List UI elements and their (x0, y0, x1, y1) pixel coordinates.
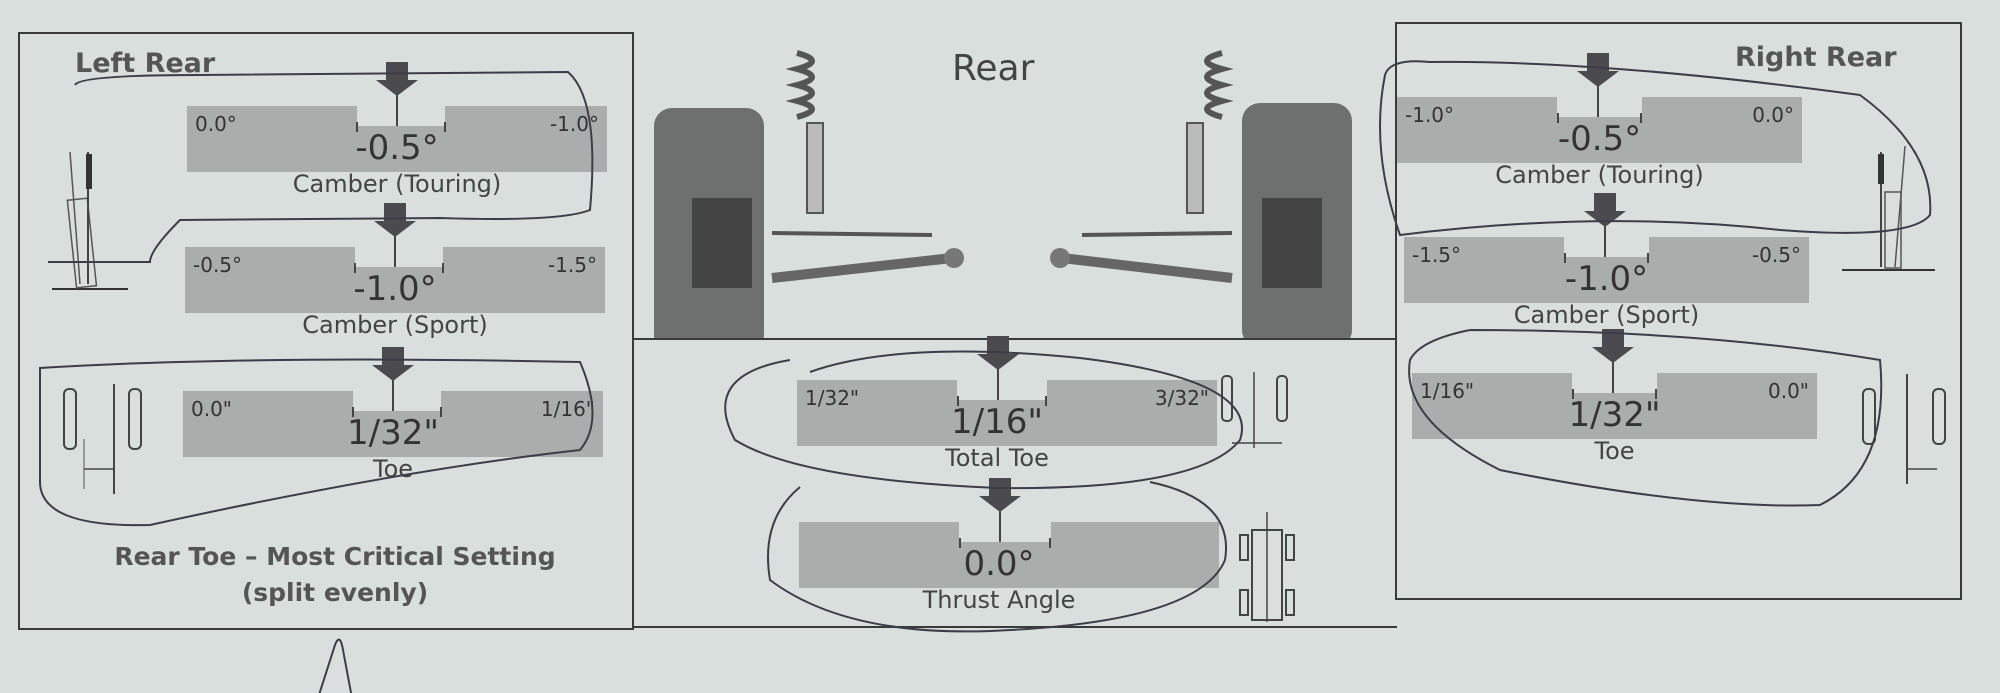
right-rear-panel: Right Rear -1.0° 0.0° -0.5° Camber (Tour… (1395, 22, 1962, 600)
gauge-label: Toe (372, 455, 414, 483)
gauge-label: Camber (Touring) (292, 170, 502, 198)
left-rear-title: Left Rear (75, 48, 216, 79)
gauge-label: Camber (Sport) (302, 311, 488, 339)
thrust-angle-diagram-icon (1232, 510, 1302, 629)
gauge-value: -1.0° (353, 269, 437, 309)
note-line2: (split evenly) (241, 578, 429, 607)
total-toe-diagram-icon (1217, 368, 1297, 462)
center-top-panel: Rear (632, 28, 1397, 340)
thrust-angle-gauge: 0.0° Thrust Angle (799, 478, 1219, 642)
toe-diagram-icon (1855, 369, 1955, 493)
right-toe-gauge: 1/16" 0.0" 1/32" Toe (1412, 329, 1817, 493)
gauge-value: -0.5° (355, 128, 439, 168)
note-line1: Rear Toe – Most Critical Setting (114, 542, 556, 571)
gauge-value: 1/32" (1568, 395, 1661, 435)
gauge-value: 0.0° (963, 544, 1035, 584)
gauge-value: 1/16" (951, 402, 1043, 442)
left-rear-panel: Left Rear 0.0° -1.0° -0.5° Camber (Touri… (18, 32, 634, 630)
center-bottom-panel: 1/32" 3/32" 1/16" Total Toe 0.0° Thrust … (632, 336, 1397, 629)
gauge-value: 1/32" (347, 413, 439, 453)
camber-diagram-icon (1837, 142, 1937, 286)
gauge-min: -1.5° (1412, 243, 1462, 267)
gauge-label: Total Toe (945, 444, 1049, 472)
gauge-label: Camber (Sport) (1513, 301, 1700, 329)
gauge-label: Camber (Touring) (1495, 161, 1704, 189)
rear-suspension-illustration (654, 50, 1352, 340)
gauge-label: Toe (1594, 437, 1635, 465)
rear-title: Rear (952, 48, 1035, 89)
rear-toe-note: Rear Toe – Most Critical Setting (split … (40, 539, 630, 611)
camber-diagram-icon (50, 144, 130, 298)
toe-diagram-icon (44, 379, 164, 503)
gauge-max: -0.5° (1751, 243, 1801, 267)
left-toe-gauge: 0.0" 1/16" 1/32" Toe (183, 347, 603, 511)
gauge-value: -0.5° (1557, 119, 1642, 159)
right-rear-title: Right Rear (1735, 42, 1897, 73)
gauge-label: Thrust Angle (922, 586, 1076, 614)
gauge-value: -1.0° (1564, 259, 1649, 299)
